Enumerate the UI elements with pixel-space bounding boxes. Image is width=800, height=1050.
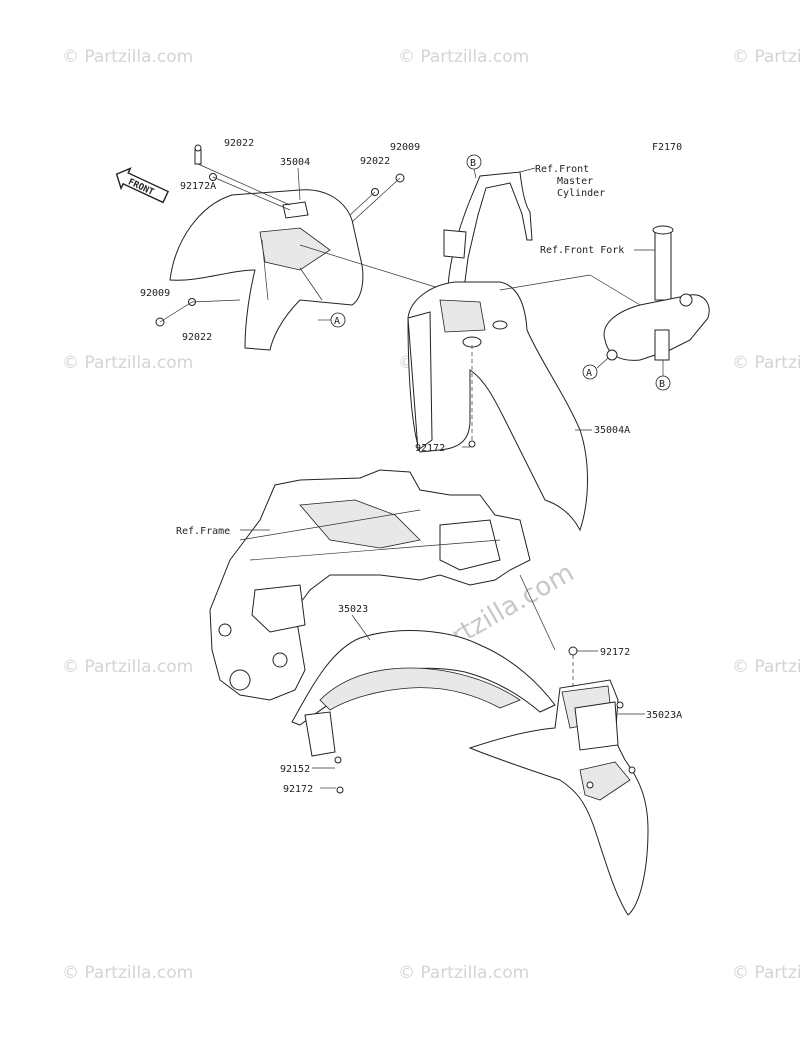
label-35004A: 35004A [594, 425, 630, 436]
watermark: © Partzilla.com [398, 47, 529, 67]
watermark: © Partzilla.com [62, 657, 193, 677]
label-92022: 92022 [224, 138, 254, 149]
label-ref-master-cylinder: Ref.Front [535, 164, 589, 175]
watermark: © Partzilla.com [62, 47, 193, 67]
label-ref-master-cylinder: Master [557, 176, 593, 187]
label-92172: 92172 [600, 647, 630, 658]
label-92172A: 92172A [180, 181, 216, 192]
fastener-bolt[interactable] [468, 440, 476, 448]
watermark: © Partzilla.com [732, 353, 800, 373]
label-92009: 92009 [140, 288, 170, 299]
callout-a-circle [582, 364, 598, 380]
part-35004A-front-fender[interactable] [407, 281, 588, 532]
label-35023: 35023 [338, 604, 368, 615]
watermark: © Partzilla.com [732, 963, 800, 983]
part-35023-inner-fender[interactable] [291, 630, 556, 757]
callout-b: B [470, 158, 476, 169]
watermark: © Partzilla.com [732, 657, 800, 677]
part-35004-fender-upper[interactable] [169, 189, 364, 351]
figure-code: F2170 [652, 142, 682, 153]
label-35004: 35004 [280, 157, 310, 168]
callout-a: A [334, 316, 340, 327]
label-35023A: 35023A [646, 710, 682, 721]
callout-a: A [586, 368, 592, 379]
fastener-washer[interactable] [334, 756, 342, 764]
watermark: © Partzilla.com [732, 47, 800, 67]
label-92022: 92022 [182, 332, 212, 343]
fastener-bolt[interactable] [568, 646, 578, 656]
fastener-bolt[interactable] [336, 786, 344, 794]
part-35023A-rear-fender[interactable] [468, 679, 649, 916]
watermark: © Partzilla.com [398, 963, 529, 983]
frame-reference [209, 469, 531, 701]
label-92022: 92022 [360, 156, 390, 167]
label-ref-front-fork: Ref.Front Fork [540, 245, 624, 256]
watermark: © Partzilla.com [62, 963, 193, 983]
label-92009: 92009 [390, 142, 420, 153]
callout-b: B [659, 379, 665, 390]
part-labels: 92022 35004 92022 92009 92172A 92009 920… [140, 138, 682, 795]
label-92152: 92152 [280, 764, 310, 775]
label-ref-master-cylinder: Cylinder [557, 188, 605, 199]
label-92172: 92172 [415, 443, 445, 454]
front-fork-stem[interactable] [603, 225, 710, 361]
master-cylinder-bracket[interactable] [443, 171, 533, 306]
watermark: © Partzilla.com [62, 353, 193, 373]
fastener-bolt[interactable] [194, 144, 202, 165]
front-arrow-icon: FRONT [115, 167, 170, 204]
label-ref-frame: Ref.Frame [176, 526, 230, 537]
label-92172: 92172 [283, 784, 313, 795]
